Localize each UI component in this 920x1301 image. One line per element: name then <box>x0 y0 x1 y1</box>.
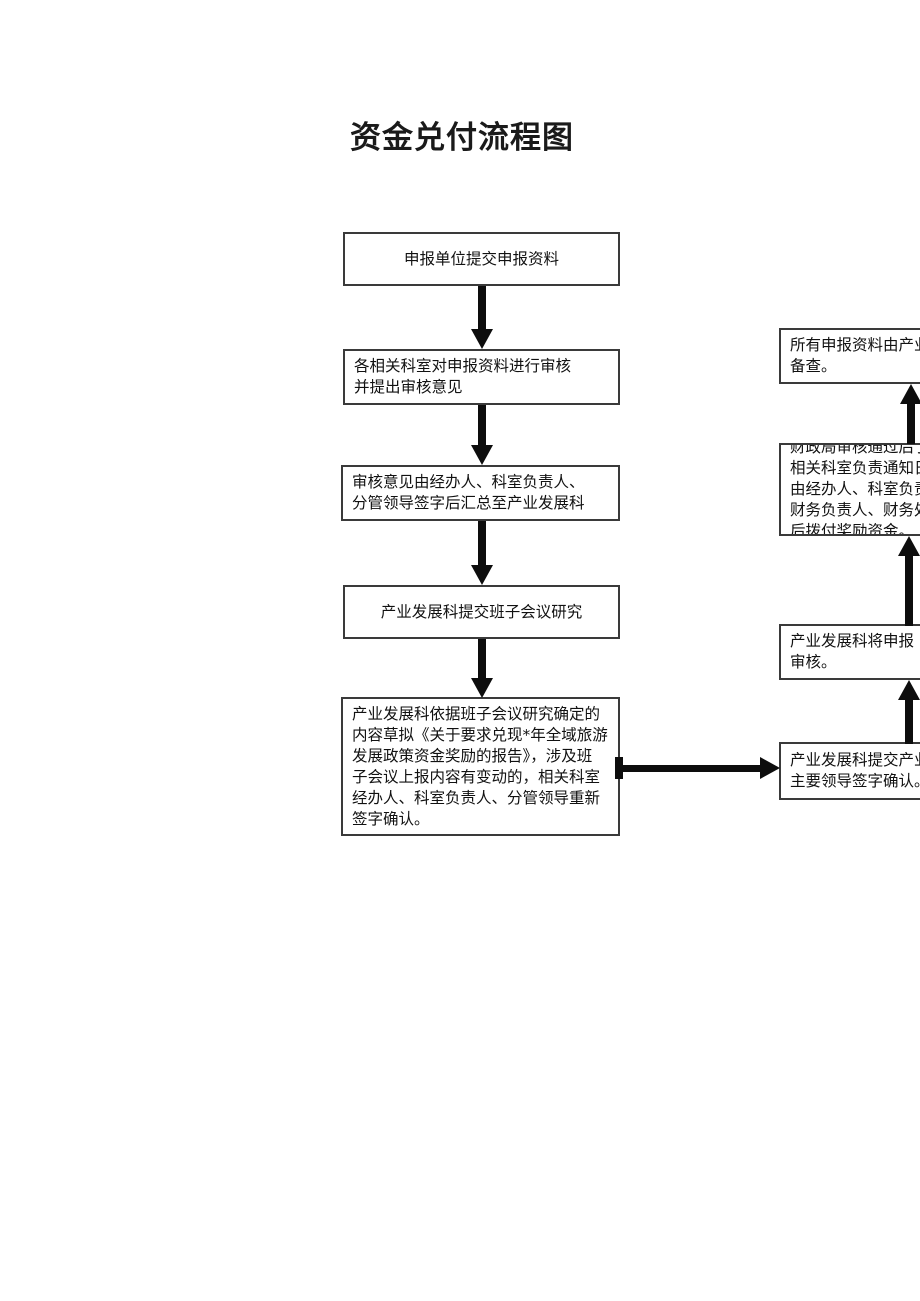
flow-node-text: 各相关科室对申报资料进行审核 并提出审核意见 <box>354 357 572 396</box>
arrow-submit-to-finance-shaft <box>905 546 913 626</box>
arrow-meeting-to-draft-head <box>471 678 493 698</box>
flow-node-draft-report[interactable]: 产业发展科依据班子会议研究确定的 内容草拟《关于要求兑现*年全域旅游 发展政策资… <box>341 697 620 836</box>
flow-node-text: 审核意见由经办人、科室负责人、 分管领导签字后汇总至产业发展科 <box>352 473 585 512</box>
arrow-finance-to-archive-head <box>900 384 920 404</box>
flow-node-team-meeting[interactable]: 产业发展科提交班子会议研究 <box>343 585 620 639</box>
arrow-draft-to-leader-head <box>760 757 780 779</box>
page-title: 资金兑付流程图 <box>350 120 574 156</box>
arrow-signature-to-meeting-head <box>471 565 493 585</box>
flow-node-department-review[interactable]: 各相关科室对申报资料进行审核 并提出审核意见 <box>343 349 620 405</box>
flow-node-finance-bureau-approval[interactable]: 财政局审核通过后丁 相关科室负责通知日 由经办人、科室负责 财务负责人、财务处 … <box>779 443 920 536</box>
arrow-submit-to-review-head <box>471 329 493 349</box>
arrow-submit-to-finance-head <box>898 536 920 556</box>
arrow-submit-to-review-shaft <box>478 286 486 331</box>
arrow-signature-to-meeting-shaft <box>478 521 486 567</box>
flow-node-leader-signature[interactable]: 产业发展科提交产业 主要领导签字确认。 <box>779 742 920 800</box>
flow-node-text: 所有申报资料由产业 备查。 <box>790 336 920 375</box>
arrow-review-to-signature-head <box>471 445 493 465</box>
flow-node-signature-collection[interactable]: 审核意见由经办人、科室负责人、 分管领导签字后汇总至产业发展科 <box>341 465 620 521</box>
flow-node-text: 产业发展科提交产业 主要领导签字确认。 <box>790 751 920 790</box>
arrow-leader-to-submit-head <box>898 680 920 700</box>
flow-node-text: 产业发展科将申报 审核。 <box>790 632 915 671</box>
arrow-draft-to-leader-stub <box>615 757 623 779</box>
arrow-draft-to-leader-shaft <box>621 765 764 772</box>
flow-node-submit-materials[interactable]: 申报单位提交申报资料 <box>343 232 620 286</box>
flow-node-submit-for-review[interactable]: 产业发展科将申报 审核。 <box>779 624 920 680</box>
arrow-review-to-signature-shaft <box>478 405 486 447</box>
arrow-leader-to-submit-shaft <box>905 689 913 744</box>
flow-node-text: 产业发展科提交班子会议研究 <box>380 602 583 621</box>
flow-node-text: 产业发展科依据班子会议研究确定的 内容草拟《关于要求兑现*年全域旅游 发展政策资… <box>352 704 608 828</box>
arrow-finance-to-archive-shaft <box>907 396 915 444</box>
arrow-meeting-to-draft-shaft <box>478 639 486 681</box>
flow-node-text: 财政局审核通过后丁 相关科室负责通知日 由经办人、科室负责 财务负责人、财务处 … <box>790 443 920 536</box>
flow-node-text: 申报单位提交申报资料 <box>403 249 559 268</box>
flow-node-archive-materials[interactable]: 所有申报资料由产业 备查。 <box>779 328 920 384</box>
